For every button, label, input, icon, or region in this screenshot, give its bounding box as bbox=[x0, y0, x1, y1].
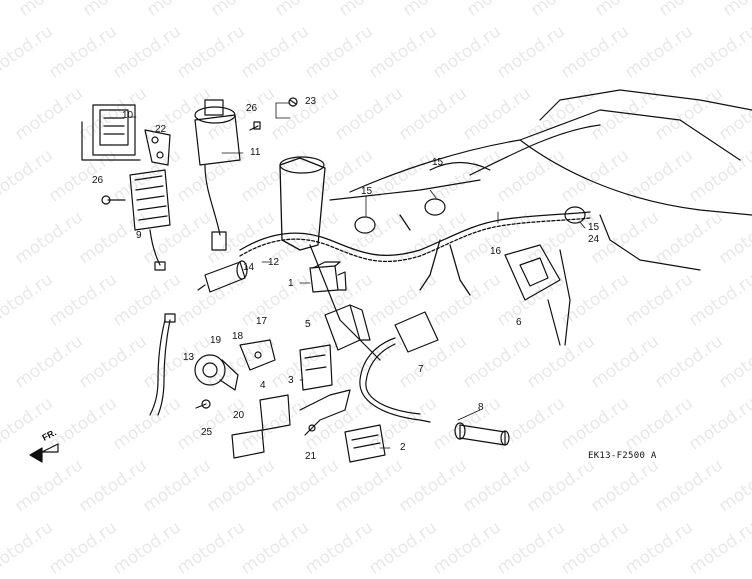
callout-19: 19 bbox=[210, 335, 222, 346]
part-2-relay bbox=[344, 424, 386, 463]
part-5-block bbox=[324, 304, 371, 351]
clamps-15 bbox=[354, 198, 586, 234]
part-6-bracket bbox=[504, 244, 561, 301]
callout-3: 3 bbox=[288, 375, 294, 386]
main-harness bbox=[239, 211, 591, 296]
callout-17: 17 bbox=[256, 316, 268, 327]
callout-22: 22 bbox=[155, 124, 167, 135]
part-11-coil bbox=[194, 99, 241, 251]
part-12-connector bbox=[197, 260, 248, 293]
callout-12: 12 bbox=[268, 257, 280, 268]
callout-18: 18 bbox=[232, 331, 244, 342]
part-20-module bbox=[231, 429, 265, 459]
callout-10: 10 bbox=[122, 110, 134, 121]
part-10-bracket bbox=[81, 104, 141, 161]
callout-7: 7 bbox=[418, 364, 424, 375]
part-4-relay bbox=[259, 394, 291, 431]
callout-13: 13 bbox=[183, 352, 195, 363]
callout-2: 2 bbox=[400, 442, 406, 453]
callout-8: 8 bbox=[478, 402, 484, 413]
callout-26: 26 bbox=[246, 103, 258, 114]
part-17-18-bracket bbox=[239, 339, 276, 371]
callout-23: 23 bbox=[305, 96, 317, 107]
callout-16: 16 bbox=[490, 246, 502, 257]
callout-9: 9 bbox=[136, 230, 142, 241]
part-21-stay bbox=[299, 389, 351, 436]
callout-20: 20 bbox=[233, 410, 245, 421]
callout-11: 11 bbox=[250, 147, 261, 158]
callout-15-right: 15 bbox=[588, 222, 600, 233]
part-3-box bbox=[299, 344, 333, 391]
part-9-regulator bbox=[101, 169, 171, 271]
callout-4: 4 bbox=[260, 380, 266, 391]
callout-25: 25 bbox=[201, 427, 213, 438]
frame-outline bbox=[279, 89, 752, 361]
callout-5: 5 bbox=[305, 319, 311, 330]
diagram-code: EK13-F2500 A bbox=[588, 451, 657, 461]
part-13-wire bbox=[149, 313, 176, 416]
part-19-horn bbox=[194, 354, 239, 391]
part-1-relay bbox=[309, 261, 347, 293]
leader-lines bbox=[129, 102, 586, 449]
wiring-harness-diagram bbox=[29, 89, 752, 463]
bolts bbox=[195, 97, 298, 409]
callout-14: 14 bbox=[243, 262, 255, 273]
part-7-lead bbox=[359, 311, 439, 423]
callout-26-lower: 26 bbox=[92, 175, 104, 186]
part-8-grommet bbox=[454, 422, 510, 446]
callout-15-upper: 15 bbox=[432, 157, 444, 168]
direction-arrow bbox=[29, 443, 59, 463]
callout-24: 24 bbox=[588, 234, 600, 245]
callout-1: 1 bbox=[288, 278, 294, 289]
callout-15-left: 15 bbox=[361, 186, 373, 197]
callout-21: 21 bbox=[305, 451, 317, 462]
part-22-stay bbox=[144, 129, 171, 166]
callout-6: 6 bbox=[516, 317, 522, 328]
